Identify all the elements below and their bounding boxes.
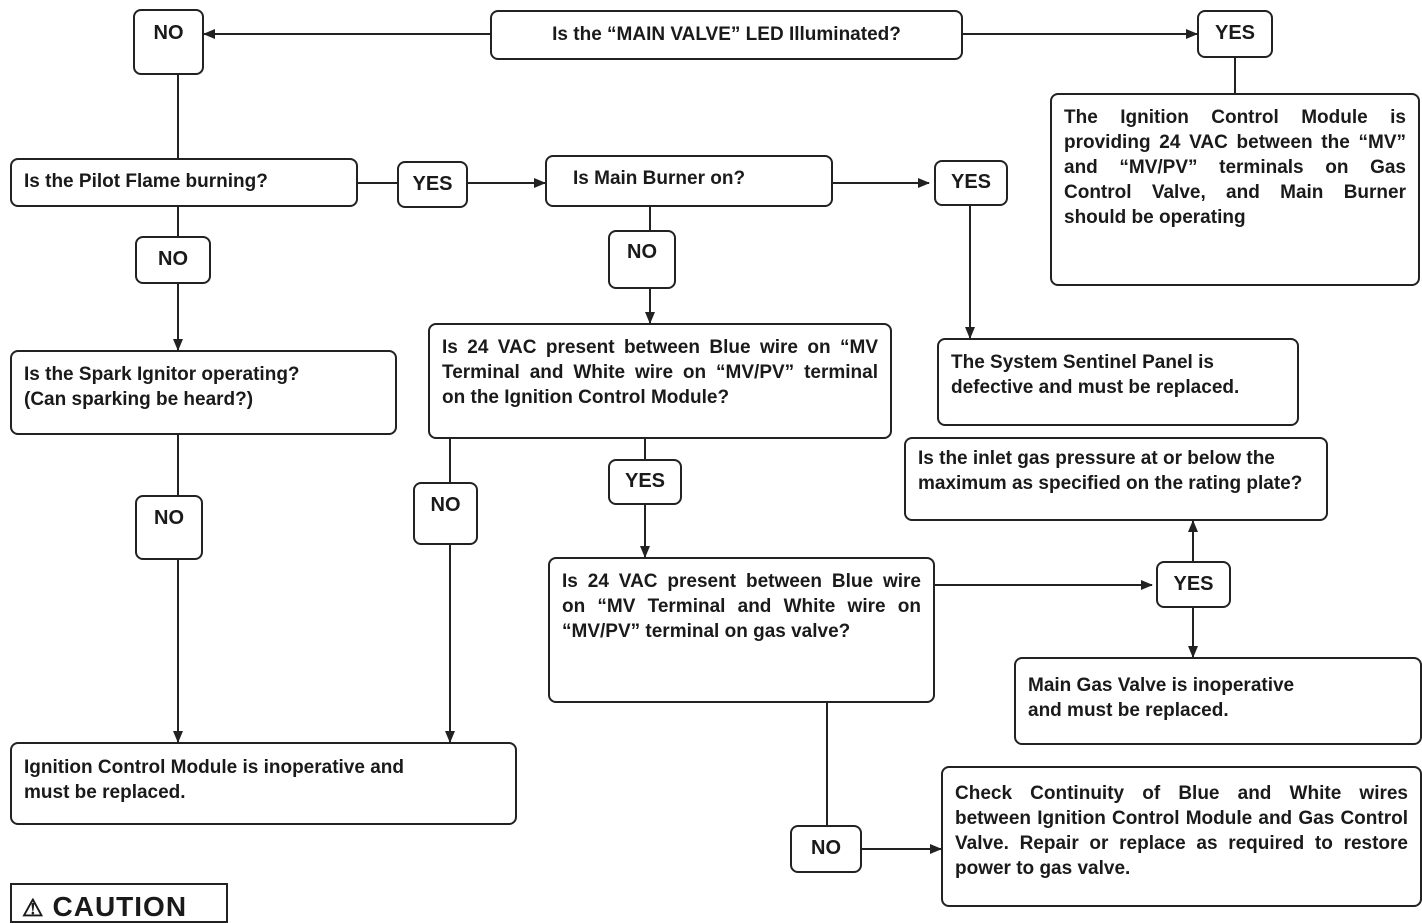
question-main-valve-led: Is the “MAIN VALVE” LED Illuminated?: [490, 10, 963, 60]
outcome-check-continuity: Check Continuity of Blue and White wires…: [941, 766, 1422, 907]
caution-label: ⚠CAUTION: [10, 883, 228, 923]
warning-triangle-icon: ⚠: [22, 895, 45, 922]
answer-no-main-valve: NO: [133, 9, 204, 75]
answer-yes-pilot-flame: YES: [397, 161, 468, 208]
outcome-sentinel-panel-defective: The System Sentinel Panel is defective a…: [937, 338, 1299, 426]
question-pilot-flame: Is the Pilot Flame burning?: [10, 158, 358, 207]
question-vac-at-module: Is 24 VAC present between Blue wire on “…: [428, 323, 892, 439]
answer-yes-vac-gas-valve: YES: [1156, 561, 1231, 608]
answer-no-spark-ignitor: NO: [135, 495, 203, 560]
answer-no-main-burner: NO: [608, 230, 676, 289]
outcome-gas-valve-inoperative: Main Gas Valve is inoperative and must b…: [1014, 657, 1422, 745]
answer-no-vac-gas-valve: NO: [790, 825, 862, 873]
outcome-module-providing-24vac: The Ignition Control Module is providing…: [1050, 93, 1420, 286]
answer-yes-vac-module: YES: [608, 459, 682, 505]
question-main-burner: Is Main Burner on?: [545, 155, 833, 207]
answer-yes-main-burner: YES: [934, 160, 1008, 206]
outcome-module-inoperative: Ignition Control Module is inoperative a…: [10, 742, 517, 825]
question-inlet-gas-pressure: Is the inlet gas pressure at or below th…: [904, 437, 1328, 521]
answer-no-vac-module: NO: [413, 482, 478, 545]
question-spark-ignitor: Is the Spark Ignitor operating? (Can spa…: [10, 350, 397, 435]
answer-yes-main-valve: YES: [1197, 10, 1273, 58]
question-vac-at-gas-valve: Is 24 VAC present between Blue wire on “…: [548, 557, 935, 703]
answer-no-pilot-flame: NO: [135, 236, 211, 284]
